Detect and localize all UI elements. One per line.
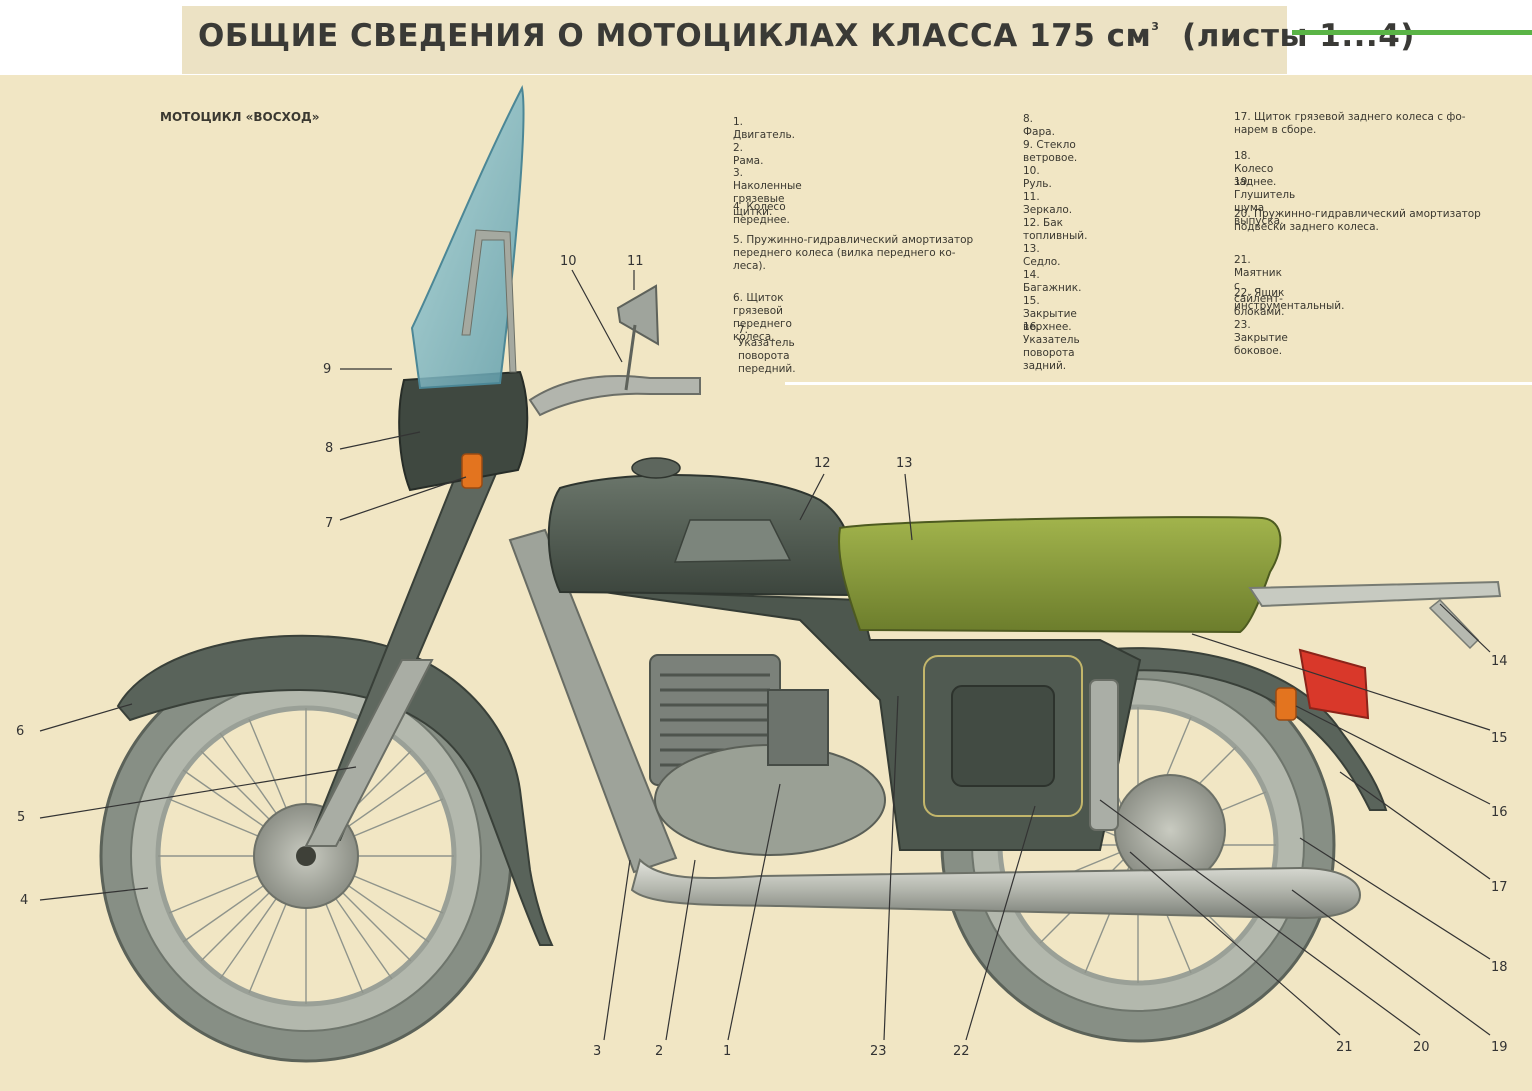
leader-line xyxy=(1191,633,1491,731)
callout-13: 13 xyxy=(896,456,913,471)
legend-item: 18. Колесо заднее. xyxy=(1234,150,1277,188)
fuel-cap xyxy=(631,457,681,479)
front-mudguard xyxy=(116,634,554,946)
leader-line xyxy=(904,473,913,541)
legend-item: 20. Пружинно-гидравлический амортизатор … xyxy=(1234,208,1481,233)
exhaust-pipe xyxy=(630,858,1362,920)
callout-14: 14 xyxy=(1491,654,1508,669)
callout-20: 20 xyxy=(1413,1040,1430,1055)
callout-8: 8 xyxy=(325,441,334,456)
callout-1: 1 xyxy=(723,1044,732,1059)
legend-item: 19. Глушитель шума выпуска. xyxy=(1234,176,1296,227)
front-wheel xyxy=(99,649,513,1063)
leader-line xyxy=(1339,771,1491,880)
header-strip xyxy=(182,6,1287,74)
callout-19: 19 xyxy=(1491,1040,1508,1055)
leader-line xyxy=(603,859,631,1041)
legend-item: 10. Руль. xyxy=(1023,165,1052,190)
legend-item: 8. Фара. xyxy=(1023,113,1055,138)
leader-line xyxy=(665,859,696,1041)
front-indicator xyxy=(461,453,483,489)
callout-16: 16 xyxy=(1491,805,1508,820)
green-accent-rule xyxy=(1292,30,1532,35)
leader-line xyxy=(727,783,781,1041)
leader-line xyxy=(39,766,357,819)
engine xyxy=(649,654,886,856)
leader-line xyxy=(1129,851,1341,1036)
legend-item: 23. Закрытие боковое. xyxy=(1234,319,1288,357)
leader-line xyxy=(965,805,1036,1041)
callout-11: 11 xyxy=(627,254,644,269)
legend-item: 6. Щиток грязевой переднего колеса. xyxy=(733,292,792,343)
legend-item: 3. Наколенные грязевые щитки. xyxy=(733,167,802,218)
legend-item: 1. Двигатель. xyxy=(733,116,795,141)
callout-5: 5 xyxy=(17,810,26,825)
legend-item: 12. Бак топливный. xyxy=(1023,217,1088,242)
callout-12: 12 xyxy=(814,456,831,471)
leader-line xyxy=(1291,889,1491,1036)
windshield-bracket xyxy=(461,229,517,373)
callout-3: 3 xyxy=(593,1044,602,1059)
figure-title: МОТОЦИКЛ «ВОСХОД» xyxy=(160,110,320,124)
luggage-rack xyxy=(1248,580,1502,608)
legend-item: 21. Маятник с сайлент-блоками. xyxy=(1234,254,1285,318)
legend-item: 14. Багажник. xyxy=(1023,269,1082,294)
leader-line xyxy=(1295,705,1491,805)
leader-line xyxy=(1299,837,1491,960)
legend-item: 15. Закрытие верхнее. xyxy=(1023,295,1077,333)
legend-item: 5. Пружинно-гидравлический амортизатор п… xyxy=(733,234,974,272)
leader-line xyxy=(1099,799,1421,1036)
side-cover-panel xyxy=(951,685,1055,787)
tail-light xyxy=(1298,648,1370,720)
handlebar xyxy=(528,375,701,417)
leader-line xyxy=(1439,603,1491,653)
rear-shock xyxy=(1089,679,1119,831)
legend-item: 13. Седло. xyxy=(1023,243,1061,268)
leader-line xyxy=(799,473,825,521)
callout-23: 23 xyxy=(870,1044,887,1059)
legend-item: 17. Щиток грязевой заднего колеса с фо- … xyxy=(1234,111,1466,136)
leader-line xyxy=(339,431,421,450)
frame-downtube xyxy=(508,528,678,874)
callout-2: 2 xyxy=(655,1044,664,1059)
legend-item: 11. Зеркало. xyxy=(1023,191,1073,216)
rear-indicator xyxy=(1275,687,1297,721)
leader-line xyxy=(39,887,149,901)
page-title: ОБЩИЕ СВЕДЕНИЯ О МОТОЦИКЛАХ КЛАССА 175 с… xyxy=(198,18,1415,54)
callout-22: 22 xyxy=(953,1044,970,1059)
legend-item: 7. Указатель поворота передний. xyxy=(738,324,796,375)
seat xyxy=(838,516,1282,634)
rack-strut xyxy=(1428,598,1480,650)
callout-15: 15 xyxy=(1491,731,1508,746)
callout-18: 18 xyxy=(1491,960,1508,975)
divider-band xyxy=(785,382,1532,385)
mirror xyxy=(616,284,660,346)
callout-7: 7 xyxy=(325,516,334,531)
headlight xyxy=(398,370,529,492)
mirror-stem xyxy=(624,324,637,391)
legend-item: 9. Стекло ветровое. xyxy=(1023,139,1078,164)
callout-6: 6 xyxy=(16,724,25,739)
tank-knee-pad xyxy=(673,519,792,563)
callout-4: 4 xyxy=(20,893,29,908)
leader-line xyxy=(339,476,467,521)
legend-item: 22. Ящик инструментальный. xyxy=(1234,287,1345,312)
callout-17: 17 xyxy=(1491,880,1508,895)
leader-line xyxy=(571,269,623,363)
legend-item: 4. Колесо переднее. xyxy=(733,201,790,226)
legend-item: 16. Указатель поворота задний. xyxy=(1023,321,1080,372)
callout-10: 10 xyxy=(560,254,577,269)
callout-21: 21 xyxy=(1336,1040,1353,1055)
callout-9: 9 xyxy=(323,362,332,377)
leader-line xyxy=(39,703,133,732)
legend-item: 2. Рама. xyxy=(733,142,764,167)
leader-line xyxy=(883,695,899,1041)
